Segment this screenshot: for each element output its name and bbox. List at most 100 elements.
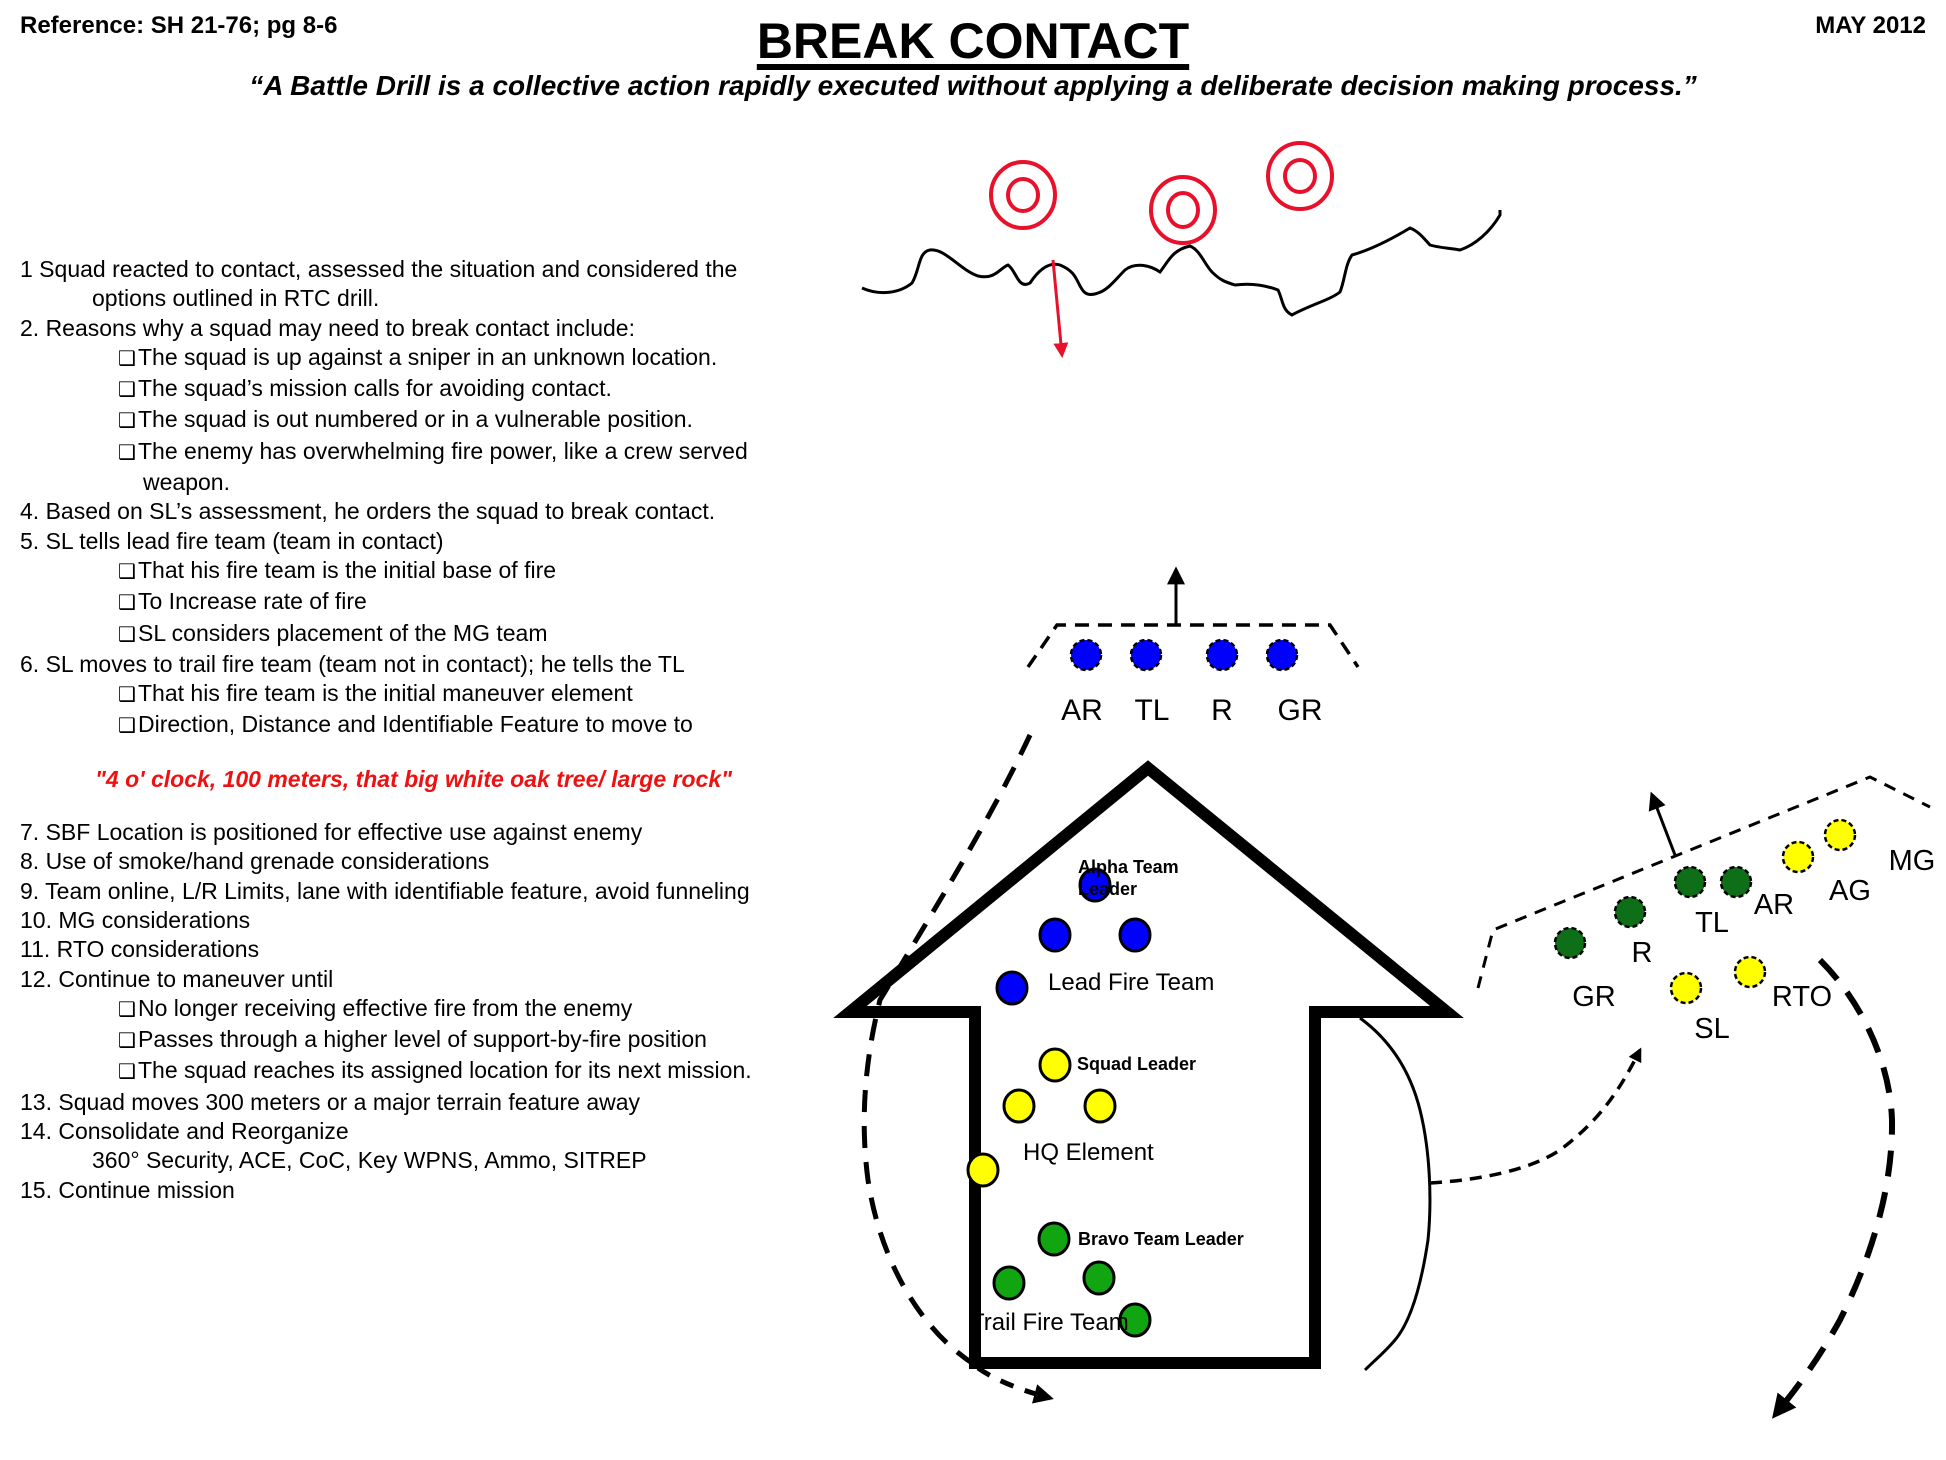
step-text: 10. MG considerations <box>20 906 251 933</box>
terrain-ridge-line <box>861 210 1502 317</box>
checkbox-bullet-icon: ❑ <box>118 379 136 402</box>
checkbox-bullet-icon: ❑ <box>118 684 136 707</box>
step-text: The squad reaches its assigned location … <box>138 1057 752 1084</box>
page-title-text: BREAK CONTACT <box>756 13 1190 69</box>
checkbox-bullet-icon: ❑ <box>118 347 136 370</box>
checklist-item: ❑The squad reaches its assigned location… <box>20 1056 752 1087</box>
checklist-item: ❑The squad is out numbered or in a vulne… <box>20 405 752 436</box>
step-text: 1 Squad reacted to contact, assessed the… <box>20 256 738 282</box>
sbf-soldiers <box>1553 818 1857 1005</box>
squad-leader-label: Squad Leader <box>1077 1054 1196 1074</box>
sbf-limit-line <box>1476 775 1931 989</box>
step-line: 8. Use of smoke/hand grenade considerati… <box>20 847 752 876</box>
step-text: The squad’s mission calls for avoiding c… <box>138 375 612 402</box>
step-text: 7. SBF Location is positioned for effect… <box>20 819 643 846</box>
step-text: 360° Security, ACE, CoC, Key WPNS, Ammo,… <box>92 1147 647 1174</box>
step-text: 9. Team online, L/R Limits, lane with id… <box>20 877 750 904</box>
alpha-team-leader-label-1: Alpha Team <box>1078 857 1179 877</box>
checkbox-bullet-icon: ❑ <box>118 998 136 1021</box>
drill-steps-list: 1 Squad reacted to contact, assessed the… <box>20 255 752 1205</box>
sbf-label-mg: MG <box>1889 845 1936 877</box>
page-title: BREAK CONTACT <box>0 12 1946 70</box>
soldier-r <box>1205 638 1239 672</box>
left-movement-route <box>861 733 1033 1368</box>
sbf-label-r: R <box>1632 937 1653 969</box>
step-text: Passes through a higher level of support… <box>138 1026 707 1053</box>
sbf-label-rto: RTO <box>1772 981 1832 1013</box>
checkbox-bullet-icon: ❑ <box>118 560 136 583</box>
hq-soldier <box>966 1152 1000 1188</box>
step-line: 10. MG considerations <box>20 906 752 935</box>
bravo-team-leader-label: Bravo Team Leader <box>1078 1229 1244 1249</box>
bravo-team <box>992 1221 1152 1338</box>
alpha-team-leader <box>1078 867 1112 903</box>
step-text: 6. SL moves to trail fire team (team not… <box>20 650 685 677</box>
step-line: 7. SBF Location is positioned for effect… <box>20 818 752 847</box>
sbf-label-ag: AG <box>1829 875 1871 907</box>
alpha-soldier <box>1038 917 1072 953</box>
trail-team-to-sbf-route <box>1429 1047 1642 1185</box>
step-text: weapon. <box>143 469 230 496</box>
step-line: 2. Reasons why a squad may need to break… <box>20 314 752 343</box>
trail-fire-team-label: Trail Fire Team <box>970 1309 1129 1336</box>
sbf-label-tl: TL <box>1695 907 1729 939</box>
step-text: 12. Continue to maneuver until <box>20 965 334 992</box>
sbf-advance-arrow <box>1648 791 1677 856</box>
lead-fire-team-label: Lead Fire Team <box>1048 969 1214 996</box>
top-label-ar: AR <box>1061 694 1103 727</box>
sbf-rto <box>1733 955 1767 989</box>
hq-element <box>966 1047 1117 1188</box>
checklist-item: ❑The enemy has overwhelming fire power, … <box>20 437 752 468</box>
checklist-item: ❑SL considers placement of the MG team <box>20 619 752 650</box>
left-movement-route-arrow <box>976 1365 1054 1404</box>
step-text: "4 o' clock, 100 meters, that big white … <box>95 766 733 793</box>
hq-element-label: HQ Element <box>1023 1139 1154 1166</box>
step-line: 13. Squad moves 300 meters or a major te… <box>20 1088 752 1117</box>
step-line: 5. SL tells lead fire team (team in cont… <box>20 527 752 556</box>
step-line: options outlined in RTC drill. <box>20 284 752 313</box>
sbf-gr <box>1553 926 1587 960</box>
checklist-item: ❑To Increase rate of fire <box>20 587 752 618</box>
team-online-limit-line <box>1026 623 1360 668</box>
step-line: 14. Consolidate and Reorganize <box>20 1117 752 1146</box>
step-text: options outlined in RTC drill. <box>92 285 380 312</box>
checklist-item: ❑The squad is up against a sniper in an … <box>20 343 752 374</box>
step-text: 14. Consolidate and Reorganize <box>20 1118 349 1145</box>
step-text: The enemy has overwhelming fire power, l… <box>138 437 748 464</box>
checkbox-bullet-icon: ❑ <box>118 715 136 738</box>
sbf-ar <box>1719 865 1753 899</box>
top-label-r: R <box>1211 694 1233 727</box>
step-line: 4. Based on SL’s assessment, he orders t… <box>20 497 752 526</box>
enemy-position-1 <box>989 160 1057 230</box>
step-text: 8. Use of smoke/hand grenade considerati… <box>20 848 490 875</box>
step-line: 15. Continue mission <box>20 1176 752 1205</box>
bravo-soldier <box>992 1265 1026 1301</box>
alpha-team-leader-label-2: Leader <box>1078 879 1137 899</box>
top-label-gr: GR <box>1278 694 1323 727</box>
soldier-tl <box>1129 638 1163 672</box>
sbf-label-sl: SL <box>1694 1013 1729 1045</box>
step-line: 6. SL moves to trail fire team (team not… <box>20 650 752 679</box>
enemy-fire-arrow <box>1051 259 1069 358</box>
step-text: That his fire team is the initial maneuv… <box>138 680 633 707</box>
top-team-soldiers <box>1069 638 1299 672</box>
soldier-ar <box>1069 638 1103 672</box>
enemy-position-3 <box>1266 141 1334 211</box>
step-line: 360° Security, ACE, CoC, Key WPNS, Ammo,… <box>20 1146 752 1175</box>
step-text: SL considers placement of the MG team <box>138 619 548 646</box>
checkbox-bullet-icon: ❑ <box>118 623 136 646</box>
squad-wedge-arrow <box>833 760 1464 1369</box>
step-line: 1 Squad reacted to contact, assessed the… <box>20 255 752 284</box>
soldier-gr <box>1265 638 1299 672</box>
battle-drill-quote: “A Battle Drill is a collective action r… <box>249 70 1697 101</box>
step-text: 11. RTO considerations <box>20 936 260 963</box>
alpha-team <box>995 867 1152 1006</box>
checkbox-bullet-icon: ❑ <box>118 592 136 615</box>
step-text: To Increase rate of fire <box>138 588 367 615</box>
bravo-soldier <box>1118 1302 1152 1338</box>
bravo-soldier <box>1082 1260 1116 1296</box>
checklist-item: ❑No longer receiving effective fire from… <box>20 994 752 1025</box>
top-label-tl: TL <box>1134 694 1169 727</box>
reference-label: Reference: SH 21-76; pg 8-6 <box>20 12 338 39</box>
trail-team-bypass-curve <box>1359 1016 1432 1372</box>
